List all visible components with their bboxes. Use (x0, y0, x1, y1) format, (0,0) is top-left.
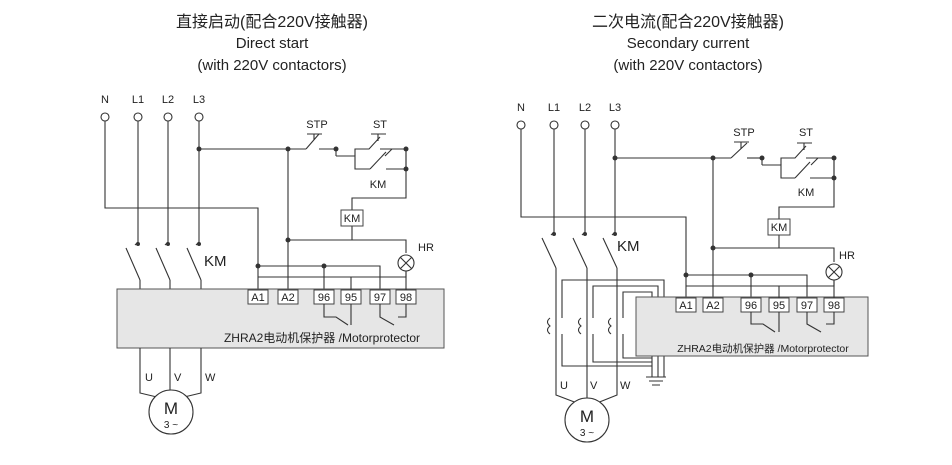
right-terminal-97: 97 (801, 300, 813, 312)
right-junctions (612, 155, 837, 278)
left-label-l3: L3 (193, 94, 205, 106)
right-device-label: ZHRA2电动机保护器 /Motorprotector (677, 342, 849, 355)
right-terminal-a2: A2 (706, 300, 719, 312)
left-motor-m: M (164, 399, 178, 418)
right-stp-label: STP (733, 127, 754, 139)
right-km-aux-label: KM (798, 187, 815, 199)
right-terminal-l1 (549, 120, 559, 130)
left-label-v: V (174, 372, 182, 384)
right-internal-contacts (750, 312, 835, 333)
right-terminal-a1: A1 (679, 300, 692, 312)
right-terminal-98: 98 (828, 300, 840, 312)
left-terminal-a2: A2 (281, 292, 294, 304)
right-km-coil-label: KM (771, 222, 788, 234)
left-supply-wires (104, 121, 407, 290)
left-terminal-98: 98 (400, 292, 412, 304)
left-km-coil-label: KM (344, 213, 361, 225)
right-label-l3: L3 (609, 102, 621, 114)
left-motor-phase: 3 ~ (164, 420, 178, 431)
left-label-l2: L2 (162, 94, 174, 106)
right-km-main-contacts (541, 231, 618, 404)
left-terminal-n (100, 112, 110, 122)
left-km-main-label: KM (204, 253, 227, 270)
right-km-main-label: KM (617, 238, 640, 255)
right-terminal-95: 95 (773, 300, 785, 312)
right-diagram: 二次电流(配合220V接触器) Secondary current (with … (516, 13, 869, 443)
right-label-w: W (620, 380, 631, 392)
right-st-label: ST (799, 127, 813, 139)
right-label-n: N (517, 102, 525, 114)
left-terminal-l2 (163, 112, 173, 122)
left-terminal-l1 (133, 112, 143, 122)
left-title-en-1: Direct start (236, 35, 309, 52)
left-title-cn: 直接启动(配合220V接触器) (176, 13, 368, 31)
left-device-label: ZHRA2电动机保护器 /Motorprotector (224, 331, 420, 345)
right-device-terminals: A1 A2 96 95 97 98 (675, 297, 845, 313)
left-label-n: N (101, 94, 109, 106)
left-st-button: ST (371, 119, 387, 141)
left-km-coil (340, 209, 364, 227)
left-internal-contacts (323, 304, 407, 326)
right-title-en-1: Secondary current (627, 35, 750, 52)
left-junctions (196, 146, 409, 269)
left-terminal-a1: A1 (251, 292, 264, 304)
right-label-v: V (590, 380, 598, 392)
left-label-w: W (205, 372, 216, 384)
left-terminal-l3 (194, 112, 204, 122)
right-terminal-l2 (580, 120, 590, 130)
right-title-en-2: (with 220V contactors) (613, 57, 762, 74)
right-terminal-n (516, 120, 526, 130)
left-hr-label: HR (418, 242, 434, 254)
right-title-cn: 二次电流(配合220V接触器) (592, 13, 784, 31)
left-label-l1: L1 (132, 94, 144, 106)
right-st-button: ST (797, 127, 813, 150)
left-diagram: 直接启动(配合220V接触器) Direct start (with 220V … (100, 13, 445, 435)
right-hr-label: HR (839, 250, 855, 262)
right-label-u: U (560, 380, 568, 392)
left-label-u: U (145, 372, 153, 384)
left-st-label: ST (373, 119, 387, 131)
left-stp-label: STP (306, 119, 327, 131)
right-label-l1: L1 (548, 102, 560, 114)
right-motor (564, 397, 610, 443)
right-terminal-96: 96 (745, 300, 757, 312)
left-motor (148, 389, 194, 435)
right-motor-m: M (580, 407, 594, 426)
left-km-aux-label: KM (370, 179, 387, 191)
left-stp-button: STP (306, 119, 328, 140)
left-terminal-95: 95 (345, 292, 357, 304)
left-hr-lamp (397, 254, 415, 272)
right-stp-button: STP (733, 127, 755, 149)
left-title-en-2: (with 220V contactors) (197, 57, 346, 74)
right-supply-wires (520, 129, 835, 300)
right-terminal-l3 (610, 120, 620, 130)
right-label-l2: L2 (579, 102, 591, 114)
right-motor-phase: 3 ~ (580, 428, 594, 439)
left-device-terminals: A1 A2 96 95 97 98 (247, 289, 417, 305)
left-terminal-97: 97 (374, 292, 386, 304)
left-terminal-96: 96 (318, 292, 330, 304)
right-hr-lamp (825, 263, 843, 281)
right-km-coil (767, 218, 791, 236)
